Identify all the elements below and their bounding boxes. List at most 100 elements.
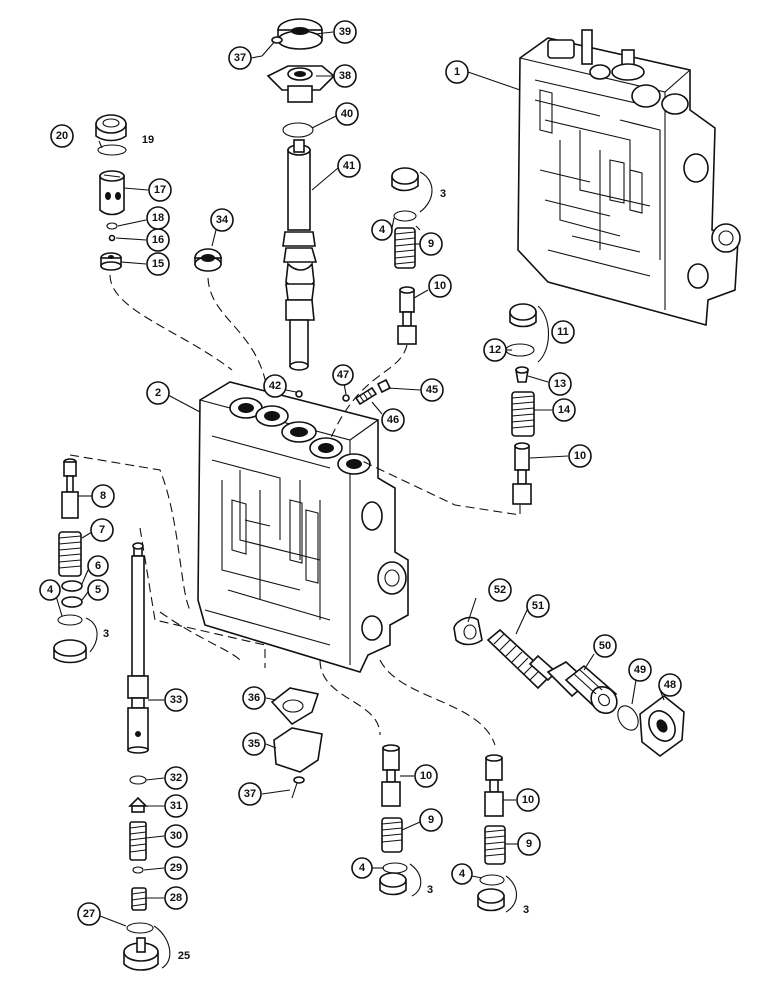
callout-14: 14 xyxy=(552,398,576,422)
svg-text:41: 41 xyxy=(343,160,355,172)
spring-46 xyxy=(354,386,378,406)
spring-9-upper xyxy=(394,227,416,269)
ball-47 xyxy=(342,394,350,402)
callout-48: 48 xyxy=(658,673,682,697)
washer-29 xyxy=(132,866,144,874)
spring-28 xyxy=(131,887,147,911)
callout-labels: 1 2 3 3 3 3 4 4 4 4 5 6 7 8 9 9 9 10 10 … xyxy=(39,20,682,962)
callout-5: 5 xyxy=(87,579,109,601)
svg-text:10: 10 xyxy=(522,794,534,806)
callout-37: 37 xyxy=(238,782,262,806)
washer-32 xyxy=(129,775,147,785)
callout-38: 38 xyxy=(333,64,357,88)
svg-text:37: 37 xyxy=(234,52,246,64)
callout-12: 12 xyxy=(483,338,507,362)
callout-1: 1 xyxy=(445,60,469,84)
adapter-fitting-48 xyxy=(639,694,685,758)
ball-16 xyxy=(108,234,116,242)
callout-50: 50 xyxy=(593,634,617,658)
callout-10: 10 xyxy=(414,764,438,788)
spring-14 xyxy=(511,391,535,437)
spool-10-right xyxy=(512,442,532,505)
svg-text:4: 4 xyxy=(47,584,54,596)
callout-52: 52 xyxy=(488,578,512,602)
callout-9: 9 xyxy=(419,808,443,832)
callout-4: 4 xyxy=(371,219,393,241)
svg-text:51: 51 xyxy=(532,600,544,612)
valve-body-assembly-1 xyxy=(517,29,741,327)
callout-41: 41 xyxy=(337,154,361,178)
plug-45 xyxy=(376,378,392,394)
o-ring-4-upper xyxy=(393,210,417,222)
callout-28: 28 xyxy=(164,886,188,910)
valve-body-assembly-2 xyxy=(197,381,409,673)
seat-15 xyxy=(100,252,122,271)
svg-text:20: 20 xyxy=(56,130,68,142)
o-ring-49 xyxy=(617,705,639,731)
callout-7: 7 xyxy=(90,518,114,542)
spool-10-upper xyxy=(397,286,417,345)
callout-19: 19 xyxy=(142,134,154,146)
svg-text:28: 28 xyxy=(170,892,182,904)
valve-seat-17 xyxy=(99,170,125,216)
spring-9-bottom-right xyxy=(484,825,506,865)
svg-text:42: 42 xyxy=(269,380,281,392)
screw-37-bottom xyxy=(291,776,305,799)
screw-37-top xyxy=(261,36,283,57)
svg-text:49: 49 xyxy=(634,664,646,676)
svg-text:3: 3 xyxy=(427,884,433,896)
o-ring-27 xyxy=(126,922,154,934)
callout-18: 18 xyxy=(146,206,170,230)
svg-text:9: 9 xyxy=(526,838,532,850)
svg-text:16: 16 xyxy=(152,234,164,246)
svg-text:6: 6 xyxy=(95,560,101,572)
svg-text:37: 37 xyxy=(244,788,256,800)
spring-9-bottom-left xyxy=(381,817,403,853)
callout-27: 27 xyxy=(77,902,101,926)
callout-16: 16 xyxy=(146,228,170,252)
svg-text:25: 25 xyxy=(178,950,190,962)
callout-3: 3 xyxy=(103,628,109,640)
svg-text:10: 10 xyxy=(420,770,432,782)
top-cap-39 xyxy=(277,18,323,50)
spool-8 xyxy=(61,458,79,519)
o-ring-4-bottom-left xyxy=(382,862,408,874)
callout-9: 9 xyxy=(419,232,443,256)
callout-13: 13 xyxy=(548,372,572,396)
callout-8: 8 xyxy=(91,484,115,508)
svg-text:8: 8 xyxy=(100,490,106,502)
cover-plate-35 xyxy=(273,727,323,773)
callout-37: 37 xyxy=(228,46,252,70)
callout-35: 35 xyxy=(242,732,266,756)
svg-text:29: 29 xyxy=(170,862,182,874)
callout-34: 34 xyxy=(210,208,234,232)
poppet-31 xyxy=(128,796,148,813)
svg-text:1: 1 xyxy=(454,66,460,78)
control-shaft-41 xyxy=(282,139,318,371)
svg-text:19: 19 xyxy=(142,134,154,146)
svg-text:30: 30 xyxy=(170,830,182,842)
callout-3: 3 xyxy=(523,904,529,916)
svg-text:5: 5 xyxy=(95,584,101,596)
svg-text:4: 4 xyxy=(459,868,466,880)
callout-9: 9 xyxy=(517,832,541,856)
ball-42 xyxy=(295,390,303,398)
svg-text:17: 17 xyxy=(154,184,166,196)
plug-19 xyxy=(95,114,127,142)
svg-text:46: 46 xyxy=(387,414,399,426)
svg-text:32: 32 xyxy=(170,772,182,784)
svg-text:31: 31 xyxy=(170,800,182,812)
o-ring-4-left xyxy=(57,614,83,626)
o-ring-4-bottom-right xyxy=(479,874,505,886)
svg-text:9: 9 xyxy=(428,814,434,826)
leader-lines xyxy=(55,31,665,969)
svg-text:50: 50 xyxy=(599,640,611,652)
callout-3: 3 xyxy=(427,884,433,896)
callout-10: 10 xyxy=(428,274,452,298)
svg-text:38: 38 xyxy=(339,70,351,82)
svg-text:9: 9 xyxy=(428,238,434,250)
callout-11: 11 xyxy=(551,320,575,344)
svg-text:34: 34 xyxy=(216,214,229,226)
svg-text:7: 7 xyxy=(99,524,105,536)
